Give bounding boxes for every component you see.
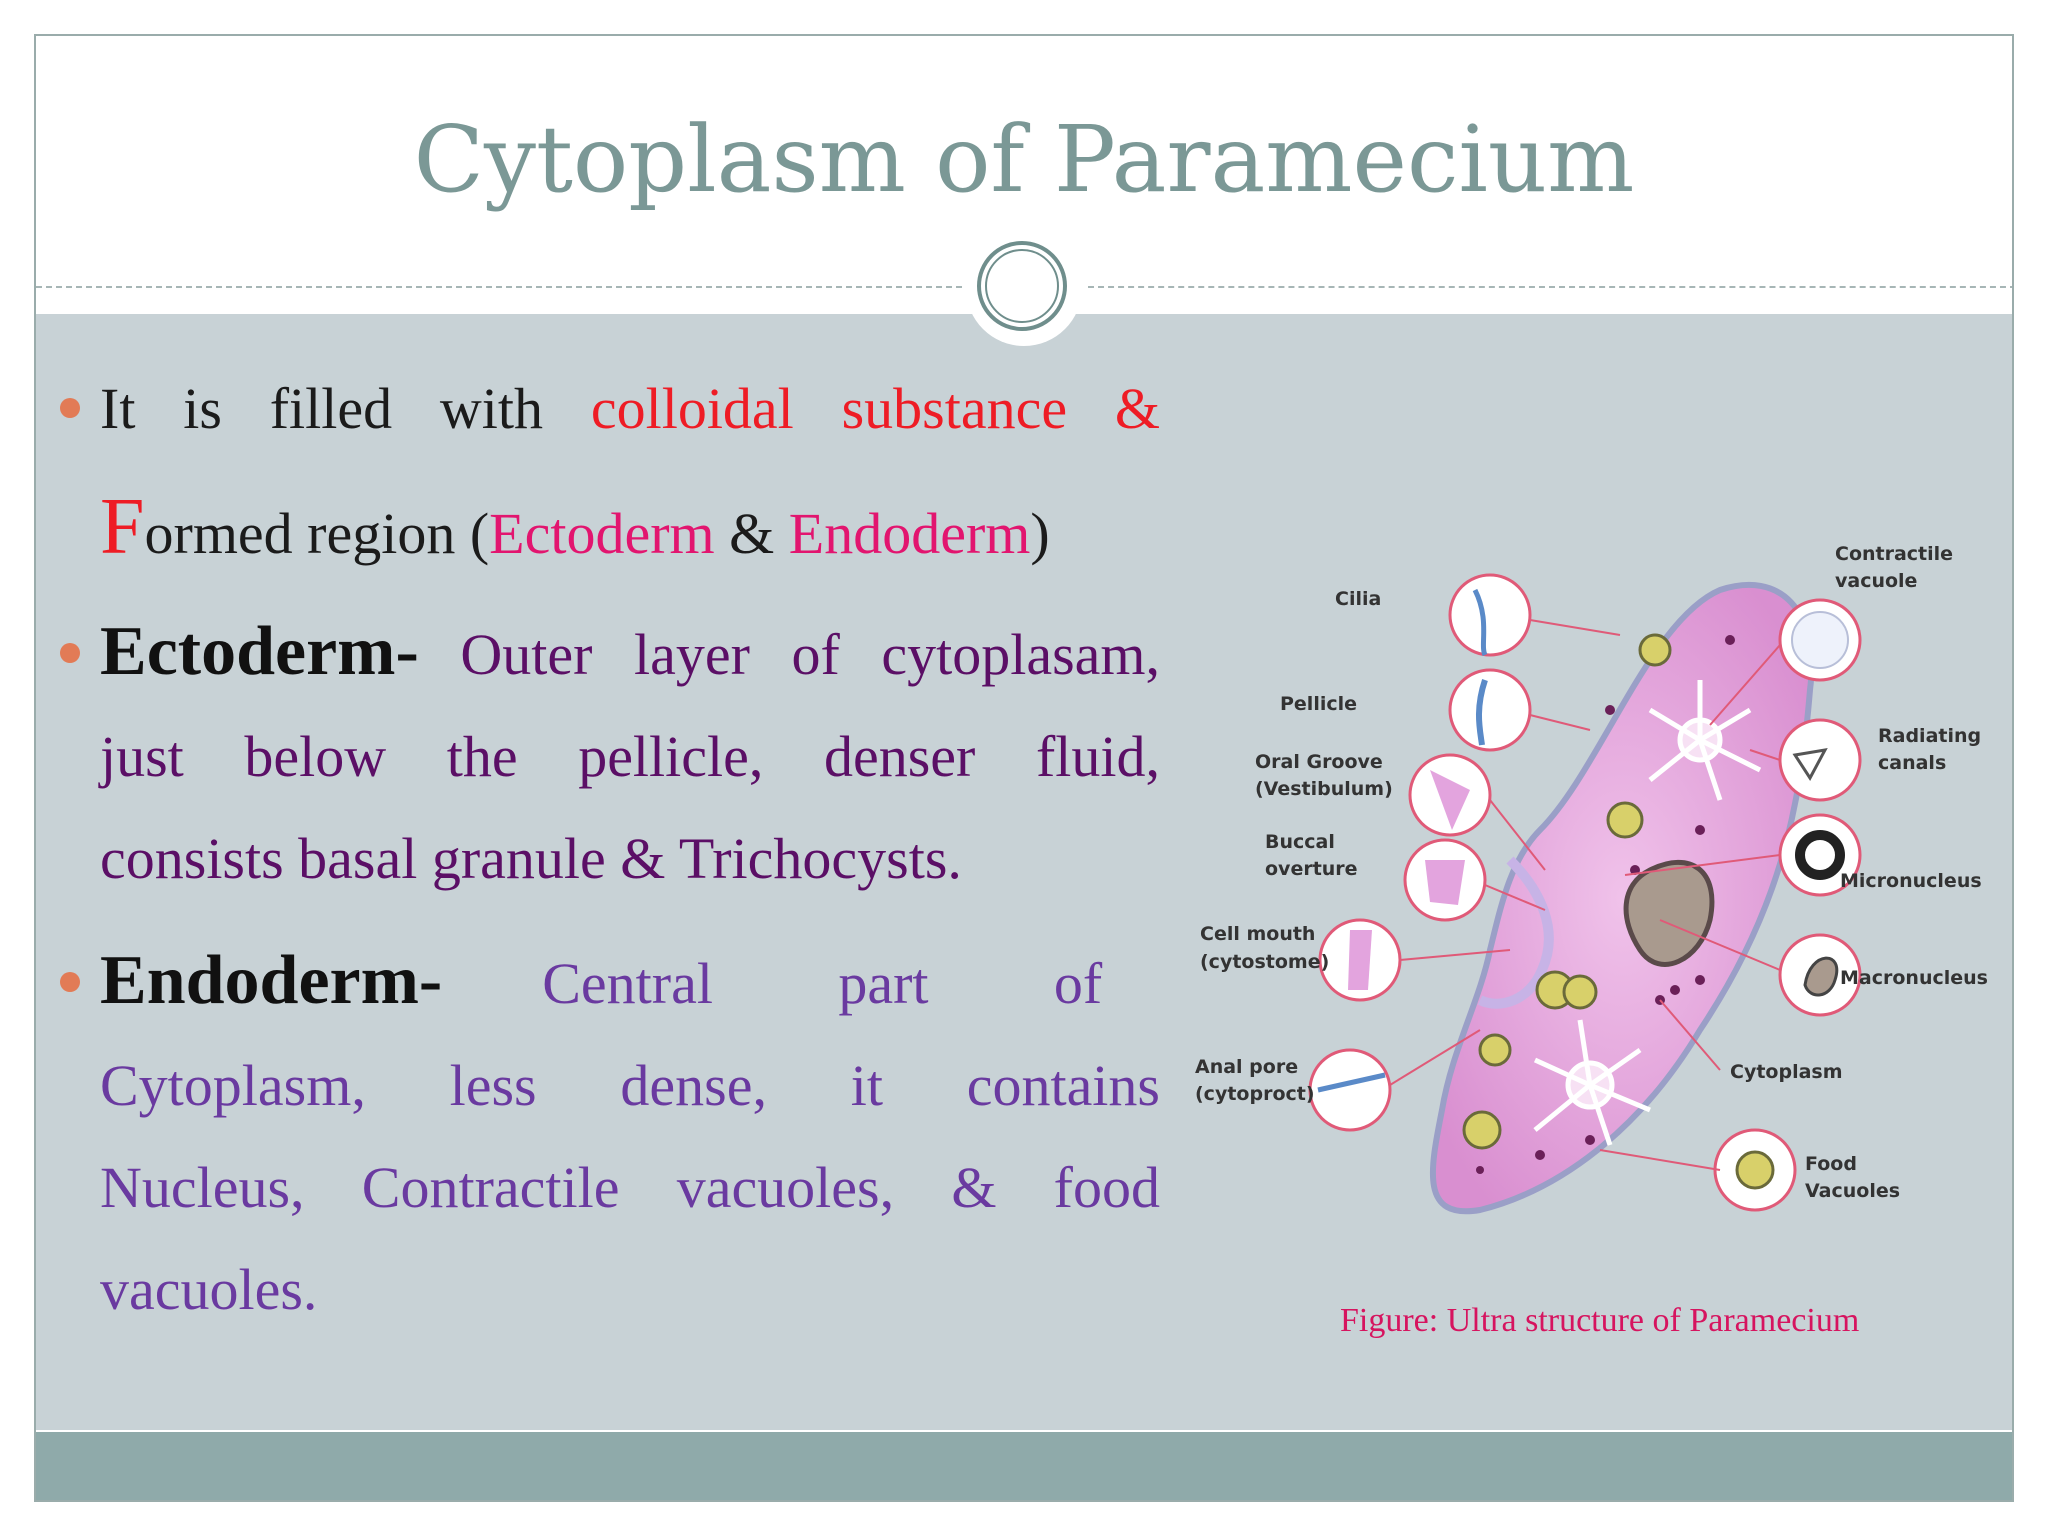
label-contractile: Contractile bbox=[1835, 543, 1953, 565]
heading-endoderm: Endoderm- bbox=[100, 942, 443, 1019]
text-plain: Nucleus, Contractile vacuoles, & food bbox=[100, 1155, 1160, 1220]
oral-groove-detail bbox=[1430, 770, 1470, 830]
bullet-dot bbox=[60, 643, 80, 663]
callout-lines bbox=[1389, 619, 1781, 1171]
bullet-1-line-2: Formed region (Ectoderm & Endoderm) bbox=[100, 468, 1160, 593]
macronucleus-detail bbox=[1803, 956, 1839, 997]
macronucleus-shape bbox=[1623, 859, 1715, 967]
title-divider-left bbox=[36, 286, 962, 288]
food-vacuole-detail bbox=[1735, 1150, 1775, 1190]
footer-bar bbox=[36, 1432, 2012, 1500]
cilia-detail bbox=[1472, 588, 1488, 657]
label-radiating: Radiating bbox=[1878, 725, 1981, 747]
label-overture: overture bbox=[1265, 858, 1358, 880]
bullet-3-line-1: Endoderm- Central part of bbox=[100, 930, 1160, 1035]
bullet-2-line-3: consists basal granule & Trichocysts. bbox=[100, 808, 1160, 910]
label-cytostome: (cytostome) bbox=[1200, 951, 1329, 973]
bullet-3-line-4: vacuoles. bbox=[100, 1239, 1160, 1341]
label-cytoplasm: Cytoplasm bbox=[1730, 1061, 1843, 1083]
text-colloidal: colloidal substance & bbox=[590, 376, 1160, 441]
radiating-canal-detail bbox=[1792, 748, 1828, 781]
text-initial-f: F bbox=[100, 483, 145, 571]
bullet-3-line-2: Cytoplasm, less dense, it contains bbox=[100, 1035, 1160, 1137]
label-oral-groove: Oral Groove bbox=[1255, 751, 1383, 773]
bullet-2-line-2: just below the pellicle, denser fluid, bbox=[100, 706, 1160, 808]
label-micronucleus: Micronucleus bbox=[1840, 870, 1982, 892]
heading-ectoderm: Ectoderm- bbox=[100, 613, 419, 690]
text-plain: ) bbox=[1030, 501, 1050, 566]
ring-inner bbox=[985, 249, 1059, 323]
text-plain: Outer layer of cytoplasam, bbox=[418, 622, 1160, 687]
food-vacuoles bbox=[1462, 633, 1672, 1150]
title-divider-right bbox=[1088, 286, 2012, 288]
bullet-dot bbox=[60, 398, 80, 418]
bullet-1-line-1: It is filled with colloidal substance & bbox=[100, 350, 1160, 468]
slide-title: Cytoplasm of Paramecium bbox=[413, 106, 1635, 213]
bullet-cytoplasm-contents: It is filled with colloidal substance & … bbox=[60, 350, 1160, 593]
label-vacuoles: Vacuoles bbox=[1805, 1180, 1900, 1202]
paramecium-diagram: Cilia Pellicle Oral Groove (Vestibulum) … bbox=[1195, 543, 1988, 1215]
cytostome-detail bbox=[1348, 930, 1372, 990]
label-anal-pore: Anal pore bbox=[1195, 1056, 1298, 1078]
label-cytoproct: (cytoproct) bbox=[1195, 1083, 1315, 1105]
text-plain: It is filled with bbox=[100, 376, 591, 441]
oral-groove bbox=[1477, 856, 1554, 1009]
pellicle-detail bbox=[1475, 679, 1488, 746]
label-vestibulum: (Vestibulum) bbox=[1255, 778, 1393, 800]
label-vacuole: vacuole bbox=[1835, 570, 1917, 592]
text-plain: consists basal granule & Trichocysts. bbox=[100, 826, 962, 891]
buccal-detail bbox=[1425, 860, 1465, 905]
text-plain: vacuoles. bbox=[100, 1257, 318, 1322]
contractile-vacuole-detail bbox=[1791, 611, 1849, 669]
micronucleus-detail bbox=[1795, 830, 1845, 880]
bullet-2-line-1: Ectoderm- Outer layer of cytoplasam, bbox=[100, 601, 1160, 706]
text-plain: & bbox=[714, 501, 789, 566]
cytoproct-detail bbox=[1317, 1072, 1386, 1093]
bullet-3-line-3: Nucleus, Contractile vacuoles, & food bbox=[100, 1137, 1160, 1239]
bullet-ectoderm: Ectoderm- Outer layer of cytoplasam, jus… bbox=[60, 601, 1160, 910]
label-canals: canals bbox=[1878, 752, 1946, 774]
title-ring-ornament bbox=[966, 230, 1082, 346]
label-buccal: Buccal bbox=[1265, 831, 1335, 853]
text-plain: just below the pellicle, denser fluid, bbox=[100, 724, 1160, 789]
bullet-list: It is filled with colloidal substance & … bbox=[60, 350, 1160, 1341]
ring-outer bbox=[977, 241, 1067, 331]
text-plain: Cytoplasm, less dense, it contains bbox=[100, 1053, 1160, 1118]
text-plain: ormed region ( bbox=[144, 501, 490, 566]
text-ectoderm: Ectoderm bbox=[489, 501, 715, 566]
figure-caption: Figure: Ultra structure of Paramecium bbox=[1340, 1302, 1860, 1339]
bullet-dot bbox=[60, 972, 80, 992]
label-cilia: Cilia bbox=[1335, 588, 1381, 610]
label-cell-mouth: Cell mouth bbox=[1200, 923, 1315, 945]
label-macronucleus: Macronucleus bbox=[1840, 967, 1988, 989]
label-food: Food bbox=[1805, 1153, 1857, 1175]
contractile-vacuole-upper bbox=[1648, 680, 1762, 801]
label-pellicle: Pellicle bbox=[1280, 693, 1357, 715]
text-endoderm: Endoderm bbox=[788, 501, 1031, 566]
bullet-endoderm: Endoderm- Central part of Cytoplasm, less… bbox=[60, 930, 1160, 1341]
text-plain: Central part of bbox=[542, 951, 1103, 1016]
contractile-vacuole-lower bbox=[1533, 1019, 1651, 1146]
